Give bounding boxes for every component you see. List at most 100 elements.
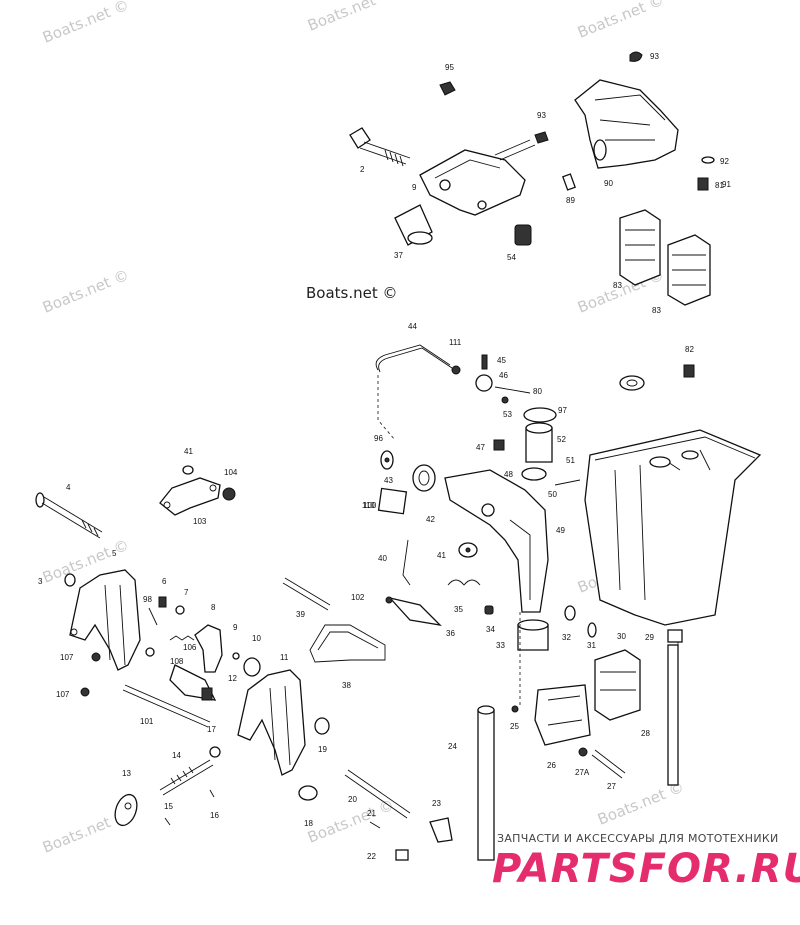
part-nut-95a bbox=[439, 81, 456, 96]
part-bolt-6 bbox=[158, 596, 167, 608]
part-nut-53 bbox=[501, 396, 509, 404]
part-label: 4 bbox=[66, 483, 71, 492]
part-label: 92 bbox=[720, 157, 729, 166]
part-bracket-9 bbox=[419, 139, 536, 216]
part-washer-7 bbox=[175, 605, 185, 615]
part-label: 22 bbox=[367, 852, 376, 861]
part-clamp-bracket-5 bbox=[69, 569, 141, 671]
part-label: 21 bbox=[367, 809, 376, 818]
part-nut-104 bbox=[222, 487, 236, 501]
part-label: 31 bbox=[587, 641, 596, 650]
part-label: 52 bbox=[557, 435, 566, 444]
part-label: 44 bbox=[408, 322, 417, 331]
part-label: 11 bbox=[280, 653, 289, 662]
part-clamp-48 bbox=[521, 467, 547, 481]
part-bushing-52 bbox=[525, 422, 553, 463]
part-label: 41 bbox=[437, 551, 446, 560]
part-grommet-81 bbox=[619, 375, 645, 391]
part-clamp-bracket-11 bbox=[237, 669, 306, 776]
part-label: 28 bbox=[641, 729, 650, 738]
part-label: 41 bbox=[184, 447, 193, 456]
part-label: 18 bbox=[304, 819, 313, 828]
part-label: 24 bbox=[448, 742, 457, 751]
part-screw-45 bbox=[481, 354, 488, 370]
part-rod-101 bbox=[122, 684, 211, 728]
part-label: 7 bbox=[184, 588, 189, 597]
part-lock-108 bbox=[145, 647, 155, 657]
part-pawl-8 bbox=[194, 624, 223, 673]
part-label: 29 bbox=[645, 633, 654, 642]
part-spring-40 bbox=[402, 539, 411, 586]
part-bolt-27 bbox=[591, 749, 626, 779]
part-label: 98 bbox=[143, 595, 152, 604]
part-plate-36 bbox=[388, 596, 442, 626]
part-pad-83a bbox=[619, 209, 661, 286]
part-clip-93 bbox=[629, 51, 643, 62]
part-pin-98 bbox=[148, 607, 158, 626]
part-label: 103 bbox=[193, 517, 207, 526]
part-label: 16 bbox=[210, 811, 219, 820]
part-support-90 bbox=[574, 79, 679, 169]
part-label: 53 bbox=[503, 410, 512, 419]
part-washer-92 bbox=[701, 156, 715, 164]
part-bushing-29 bbox=[667, 629, 683, 643]
part-washer-32 bbox=[564, 605, 576, 621]
part-label: 81 bbox=[715, 181, 724, 190]
part-label: 80 bbox=[533, 387, 542, 396]
part-label: 100 bbox=[363, 501, 377, 510]
part-washer-9 bbox=[232, 652, 240, 660]
part-label: 83 bbox=[652, 306, 661, 315]
part-label: 110 bbox=[362, 501, 375, 510]
watermark-main: Boats.net © bbox=[306, 284, 398, 302]
part-pin-21 bbox=[369, 821, 381, 829]
part-housing-51 bbox=[584, 429, 762, 626]
part-knob-46 bbox=[475, 374, 493, 392]
part-label: 26 bbox=[547, 761, 556, 770]
part-label: 33 bbox=[496, 641, 505, 650]
part-label: 23 bbox=[432, 799, 441, 808]
part-label: 49 bbox=[556, 526, 565, 535]
part-label: 107 bbox=[56, 690, 70, 699]
part-label: 46 bbox=[499, 371, 508, 380]
part-washer-96 bbox=[380, 450, 394, 470]
part-nut-19 bbox=[314, 717, 330, 735]
part-label: 93 bbox=[537, 111, 546, 120]
part-label: 91 bbox=[722, 180, 731, 189]
part-label: 6 bbox=[162, 577, 167, 586]
part-clamp-26 bbox=[534, 684, 591, 746]
part-bolt-2 bbox=[349, 127, 411, 167]
part-label: 9 bbox=[233, 623, 238, 632]
part-label: 2 bbox=[360, 165, 365, 174]
part-rod-39 bbox=[282, 577, 331, 611]
part-label: 93 bbox=[650, 52, 659, 61]
part-pad-83b bbox=[667, 234, 711, 306]
part-block-30 bbox=[594, 649, 641, 721]
part-label: 32 bbox=[562, 633, 571, 642]
part-label: 90 bbox=[604, 179, 613, 188]
part-label: 42 bbox=[426, 515, 435, 524]
part-nut-95b bbox=[534, 131, 549, 144]
part-pad-18 bbox=[298, 785, 318, 801]
part-label: 30 bbox=[617, 632, 626, 641]
part-washer-17 bbox=[209, 746, 221, 758]
part-bushing-33 bbox=[517, 619, 549, 651]
part-pin-16 bbox=[209, 789, 215, 798]
part-label: 20 bbox=[348, 795, 357, 804]
part-label: 10 bbox=[252, 634, 261, 643]
part-tube-37 bbox=[394, 204, 433, 246]
footer-brand-logo: PARTSFOR.RU bbox=[492, 846, 800, 892]
part-label: 101 bbox=[140, 717, 154, 726]
part-label: 35 bbox=[454, 605, 463, 614]
part-label: 5 bbox=[112, 549, 117, 558]
part-label: 39 bbox=[296, 610, 305, 619]
part-label: 9 bbox=[412, 183, 417, 192]
part-screw-14 bbox=[159, 759, 214, 796]
part-pin-89 bbox=[562, 173, 576, 191]
part-sleeve-97 bbox=[523, 407, 557, 423]
part-nut-47 bbox=[493, 439, 505, 451]
part-label: 51 bbox=[566, 456, 575, 465]
part-spring-35 bbox=[447, 579, 481, 586]
part-label: 17 bbox=[207, 725, 216, 734]
part-label: 95 bbox=[445, 63, 454, 72]
part-rod-28 bbox=[667, 644, 679, 786]
